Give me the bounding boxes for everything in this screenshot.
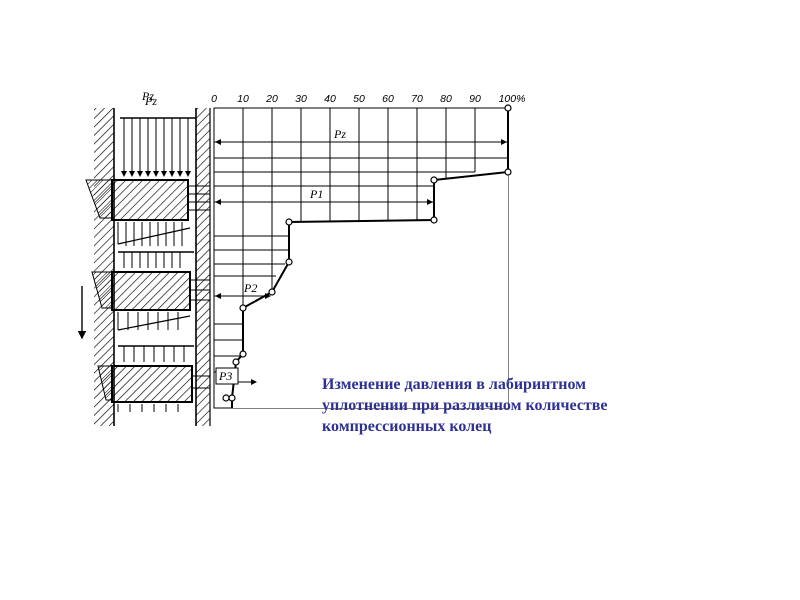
tick-60: 60 — [382, 93, 394, 105]
ring-1 — [85, 179, 210, 246]
pz-label: Pz — [141, 89, 154, 103]
p3-box: P3 — [215, 367, 239, 385]
p1-label: P1 — [309, 187, 323, 201]
caption: Изменение давления в лабиринтном уплотне… — [322, 374, 742, 437]
pz-inside-label: Pz — [144, 94, 157, 108]
tick-70: 70 — [411, 93, 423, 105]
tick-30: 30 — [295, 93, 307, 105]
percent-ticks: 0 10 20 30 40 50 60 70 80 90 100% — [211, 93, 525, 105]
tick-90: 90 — [469, 93, 481, 105]
tick-50: 50 — [353, 93, 365, 105]
p3-label: P3 — [218, 369, 232, 383]
tick-40: 40 — [324, 93, 336, 105]
tick-20: 20 — [265, 93, 278, 105]
tick-100: 100% — [499, 93, 526, 105]
tick-0: 0 — [211, 93, 217, 105]
tick-10: 10 — [237, 93, 249, 105]
caption-line-3: компрессионных колец — [322, 418, 492, 435]
ring-3 — [97, 345, 210, 412]
ring-2 — [91, 251, 210, 331]
piston-body — [195, 108, 211, 426]
pressure-curve — [222, 104, 512, 408]
caption-line-1: Изменение давления в лабиринтном — [322, 376, 587, 393]
pz-grid-label: Pz — [333, 127, 346, 141]
tick-80: 80 — [440, 93, 452, 105]
caption-line-2: уплотнении при различном количестве — [322, 397, 608, 414]
p2-label: P2 — [243, 281, 257, 295]
top-pressure-arrows — [120, 117, 196, 177]
